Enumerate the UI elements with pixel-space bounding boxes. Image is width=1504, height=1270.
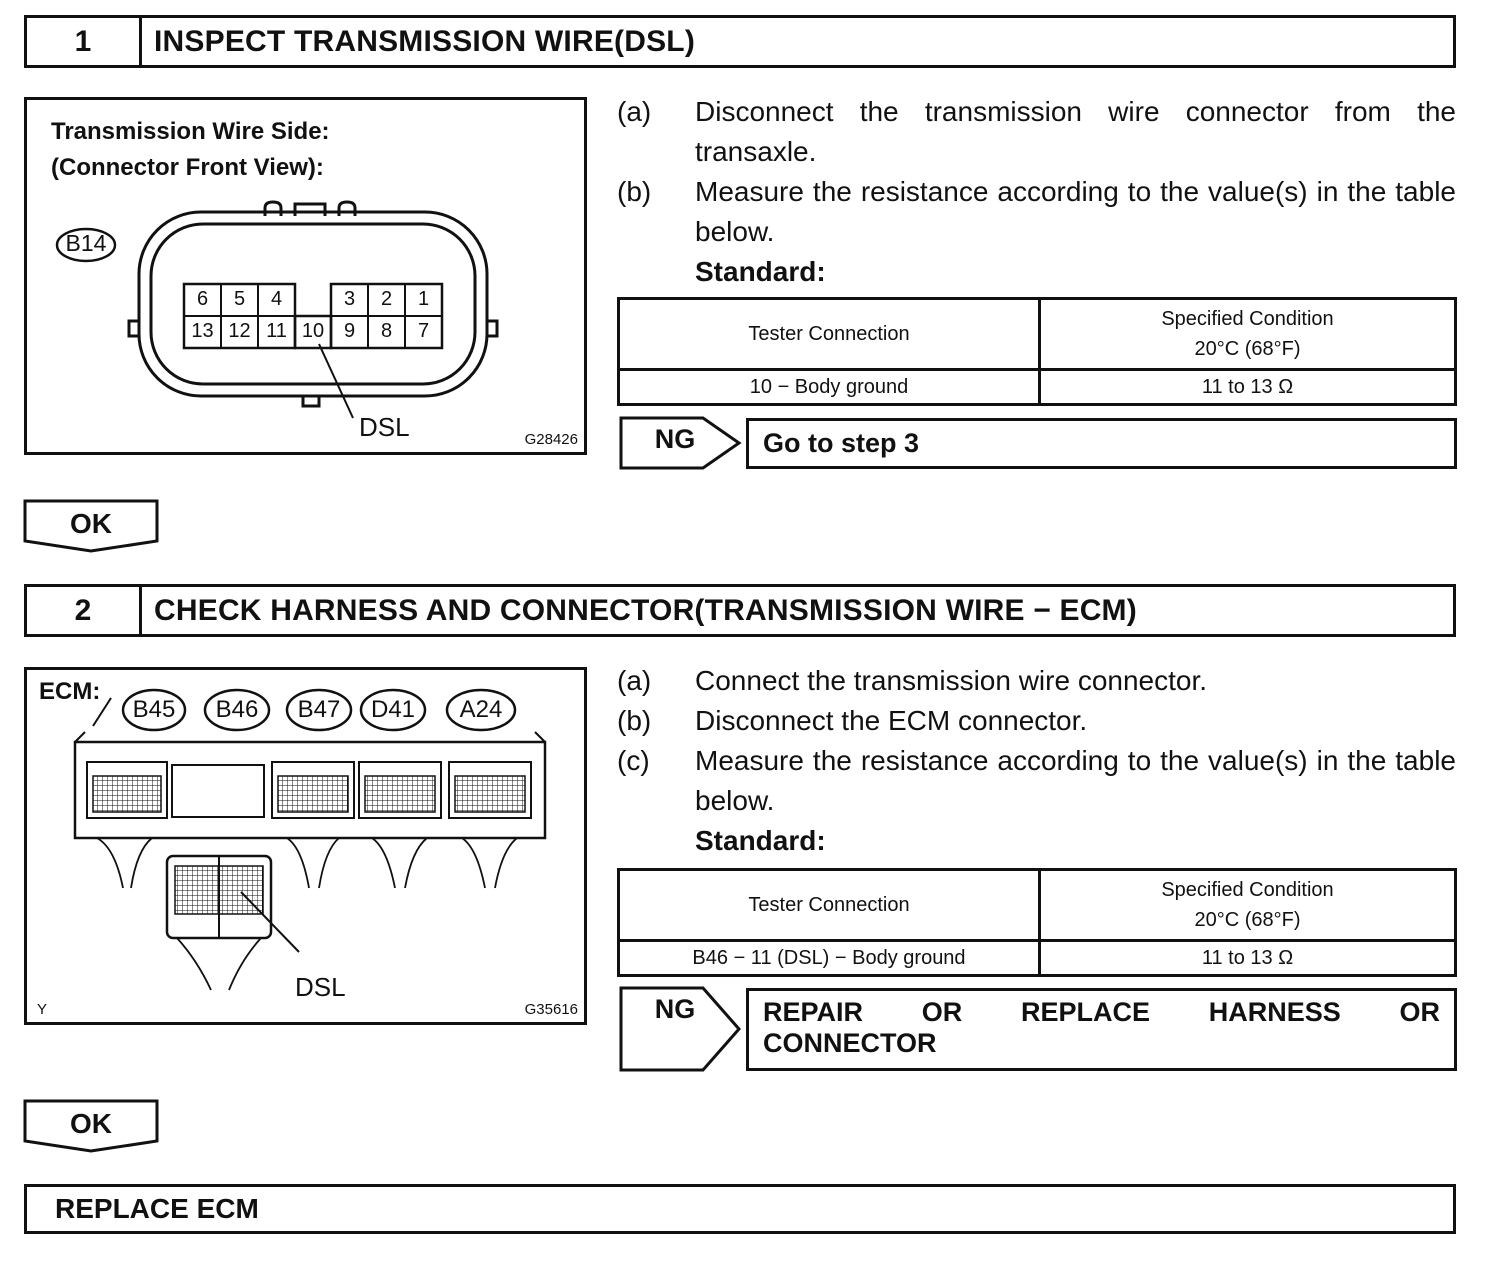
dsl-pointer-label: DSL (295, 972, 346, 1002)
figure-caption: Transmission Wire Side: (Connector Front… (51, 114, 330, 186)
ecm-label: ECM: (39, 678, 101, 705)
pin-label: 4 (270, 288, 283, 310)
connector-drawing (55, 200, 499, 419)
connector-id-label: B47 (297, 696, 341, 723)
header-line: Specified Condition (1161, 879, 1334, 901)
instruction-text: Measure the resistance according to the … (695, 176, 1456, 247)
connector-id-label: B45 (132, 696, 176, 723)
instruction-item: (b) Measure the resistance according to … (617, 172, 1456, 252)
pin-label: 12 (228, 320, 251, 342)
table-header-row: Tester Connection Specified Condition 20… (617, 297, 1457, 371)
pin-label: 6 (196, 288, 209, 310)
ng-action-box: Go to step 3 (746, 418, 1457, 469)
ok-arrow-shape (23, 499, 159, 553)
ng-arrow-shape (619, 416, 742, 470)
table-header-cell: Specified Condition 20°C (68°F) (1038, 868, 1457, 942)
step-1-header: 1 INSPECT TRANSMISSION WIRE(DSL) (24, 15, 1456, 68)
pin-label: 11 (266, 320, 287, 342)
pin-label: 2 (380, 288, 393, 310)
header-line: Specified Condition (1161, 308, 1334, 330)
caption-line-1: Transmission Wire Side: (51, 118, 330, 145)
pin-label: 5 (233, 288, 246, 310)
pin-row-top: 6 5 4 3 2 1 (184, 288, 442, 316)
connector-id-label: B46 (215, 696, 259, 723)
instruction-item: (c) Measure the resistance according to … (617, 741, 1456, 821)
table-header-cell: Specified Condition 20°C (68°F) (1038, 297, 1457, 371)
step-2-header: 2 CHECK HARNESS AND CONNECTOR(TRANSMISSI… (24, 584, 1456, 637)
step-title: CHECK HARNESS AND CONNECTOR(TRANSMISSION… (154, 593, 1137, 627)
ng-action-word: REPLACE (1020, 997, 1150, 1027)
figure-code: G35616 (524, 1001, 578, 1018)
step-title: INSPECT TRANSMISSION WIRE(DSL) (154, 24, 696, 58)
connector-id-label: D41 (370, 696, 416, 723)
corner-mark: Y (37, 1001, 48, 1018)
table-row: B46 − 11 (DSL) − Body ground 11 to 13 Ω (617, 939, 1457, 977)
final-action-box: REPLACE ECM (24, 1184, 1456, 1234)
connector-id-label: B14 (65, 230, 107, 256)
instruction-text: Measure the resistance according to the … (695, 745, 1456, 816)
instruction-item: (b) Disconnect the ECM connector. (617, 701, 1456, 741)
ecm-drawing (73, 688, 547, 991)
instruction-text: Disconnect the ECM connector. (695, 705, 1088, 736)
ng-action-word: HARNESS (1208, 997, 1341, 1027)
pin-label: 9 (343, 320, 356, 342)
instruction-text: Disconnect the transmission wire connect… (695, 96, 1456, 167)
instruction-label: (a) (617, 665, 652, 696)
ng-action-line-2: CONNECTOR (763, 1028, 937, 1058)
ok-label: OK (70, 1108, 112, 1139)
standard-label: Standard: (695, 256, 826, 287)
ng-action-word: OR (1399, 997, 1441, 1027)
instruction-label: (c) (617, 745, 650, 776)
pin-label: 10 (301, 320, 325, 342)
table-cell: 11 to 13 Ω (1038, 939, 1457, 977)
step-2-spec-table: Tester Connection Specified Condition 20… (617, 868, 1457, 977)
ng-action-word: OR (921, 997, 963, 1027)
step-1-spec-table: Tester Connection Specified Condition 20… (617, 297, 1457, 406)
instruction-label: (b) (617, 176, 652, 207)
table-row: 10 − Body ground 11 to 13 Ω (617, 368, 1457, 406)
pin-row-bottom: 13 12 11 10 9 8 7 (184, 320, 442, 348)
step-2-instructions: (a) Connect the transmission wire connec… (617, 661, 1456, 861)
ng-action-box: REPAIR OR REPLACE HARNESS OR CONNECTOR (746, 988, 1457, 1071)
table-cell: B46 − 11 (DSL) − Body ground (617, 939, 1041, 977)
pin-label: 3 (343, 288, 356, 310)
ng-arrow-shape (619, 986, 741, 1072)
instruction-label: (b) (617, 705, 652, 736)
instruction-item: (a) Connect the transmission wire connec… (617, 661, 1456, 701)
table-cell: 10 − Body ground (617, 368, 1041, 406)
ng-action-text: Go to step 3 (763, 428, 920, 458)
figure-code: G28426 (524, 431, 578, 448)
ok-arrow-shape (23, 1099, 159, 1153)
header-line: 20°C (68°F) (1194, 909, 1301, 931)
step-number: 1 (27, 18, 142, 65)
connector-figure: Transmission Wire Side: (Connector Front… (24, 97, 587, 455)
pin-label: 13 (191, 320, 214, 342)
instruction-item: (a) Disconnect the transmission wire con… (617, 92, 1456, 172)
ng-action-word: REPAIR (763, 997, 864, 1027)
table-header-cell: Tester Connection (617, 868, 1041, 942)
table-header-row: Tester Connection Specified Condition 20… (617, 868, 1457, 942)
table-cell: 11 to 13 Ω (1038, 368, 1457, 406)
pin-label: 7 (417, 320, 430, 342)
connector-id-label: A24 (459, 696, 503, 723)
step-number: 2 (27, 587, 142, 634)
caption-line-2: (Connector Front View): (51, 154, 324, 181)
ng-label: NG (654, 424, 696, 454)
ok-label: OK (70, 508, 112, 539)
ng-label: NG (654, 994, 696, 1024)
final-action-text: REPLACE ECM (55, 1193, 259, 1224)
instruction-label: (a) (617, 96, 652, 127)
instruction-text: Connect the transmission wire connector. (695, 665, 1208, 696)
pin-label: 1 (417, 288, 430, 310)
table-header-cell: Tester Connection (617, 297, 1041, 371)
header-line: 20°C (68°F) (1194, 338, 1301, 360)
pin-label: 8 (380, 320, 393, 342)
step-1-instructions: (a) Disconnect the transmission wire con… (617, 92, 1456, 292)
standard-label: Standard: (695, 825, 826, 856)
ng-action-line-1: REPAIR OR REPLACE HARNESS OR (763, 997, 1440, 1028)
pin-label (295, 288, 331, 316)
dsl-pointer-label: DSL (359, 412, 410, 442)
ecm-figure: ECM: B45 B46 B47 D41 A24 DSL Y G35616 (24, 667, 587, 1025)
